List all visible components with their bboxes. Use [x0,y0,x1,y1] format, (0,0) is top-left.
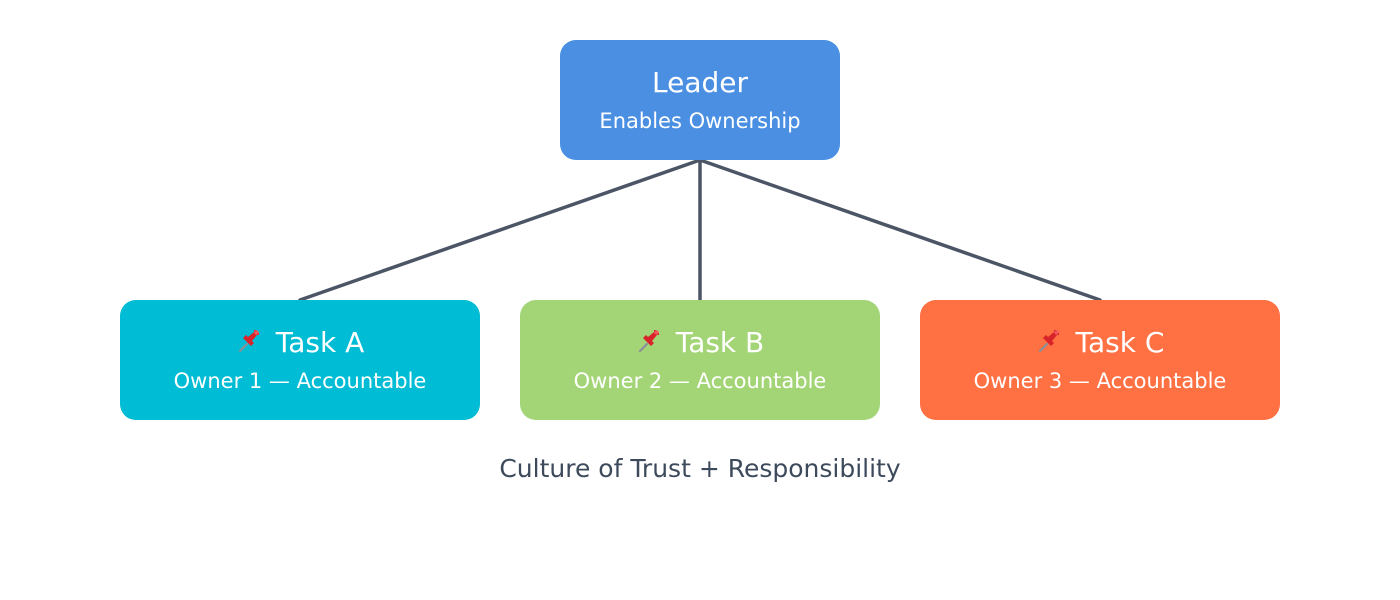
pushpin-icon [238,330,259,353]
connector-task-a [298,158,702,302]
task-node-b: Task B Owner 2 — Accountable [520,300,880,420]
task-node-a: Task A Owner 1 — Accountable [120,300,480,420]
task-a-title: Task A [275,326,365,359]
diagram-caption: Culture of Trust + Responsibility [499,454,901,483]
pushpin-icon [638,330,659,353]
task-node-c: Task C Owner 3 — Accountable [920,300,1280,420]
pushpin-icon [1038,330,1059,353]
task-a-owner: Owner 1 — Accountable [173,369,427,393]
task-c-title: Task C [1075,326,1165,359]
task-b-title: Task B [675,326,765,359]
leader-title: Leader [651,66,748,99]
leader-subtitle: Enables Ownership [599,109,801,133]
connector-task-c [698,158,1102,302]
task-b-owner: Owner 2 — Accountable [573,369,827,393]
task-c-owner: Owner 3 — Accountable [973,369,1227,393]
leader-node: Leader Enables Ownership [560,40,840,160]
